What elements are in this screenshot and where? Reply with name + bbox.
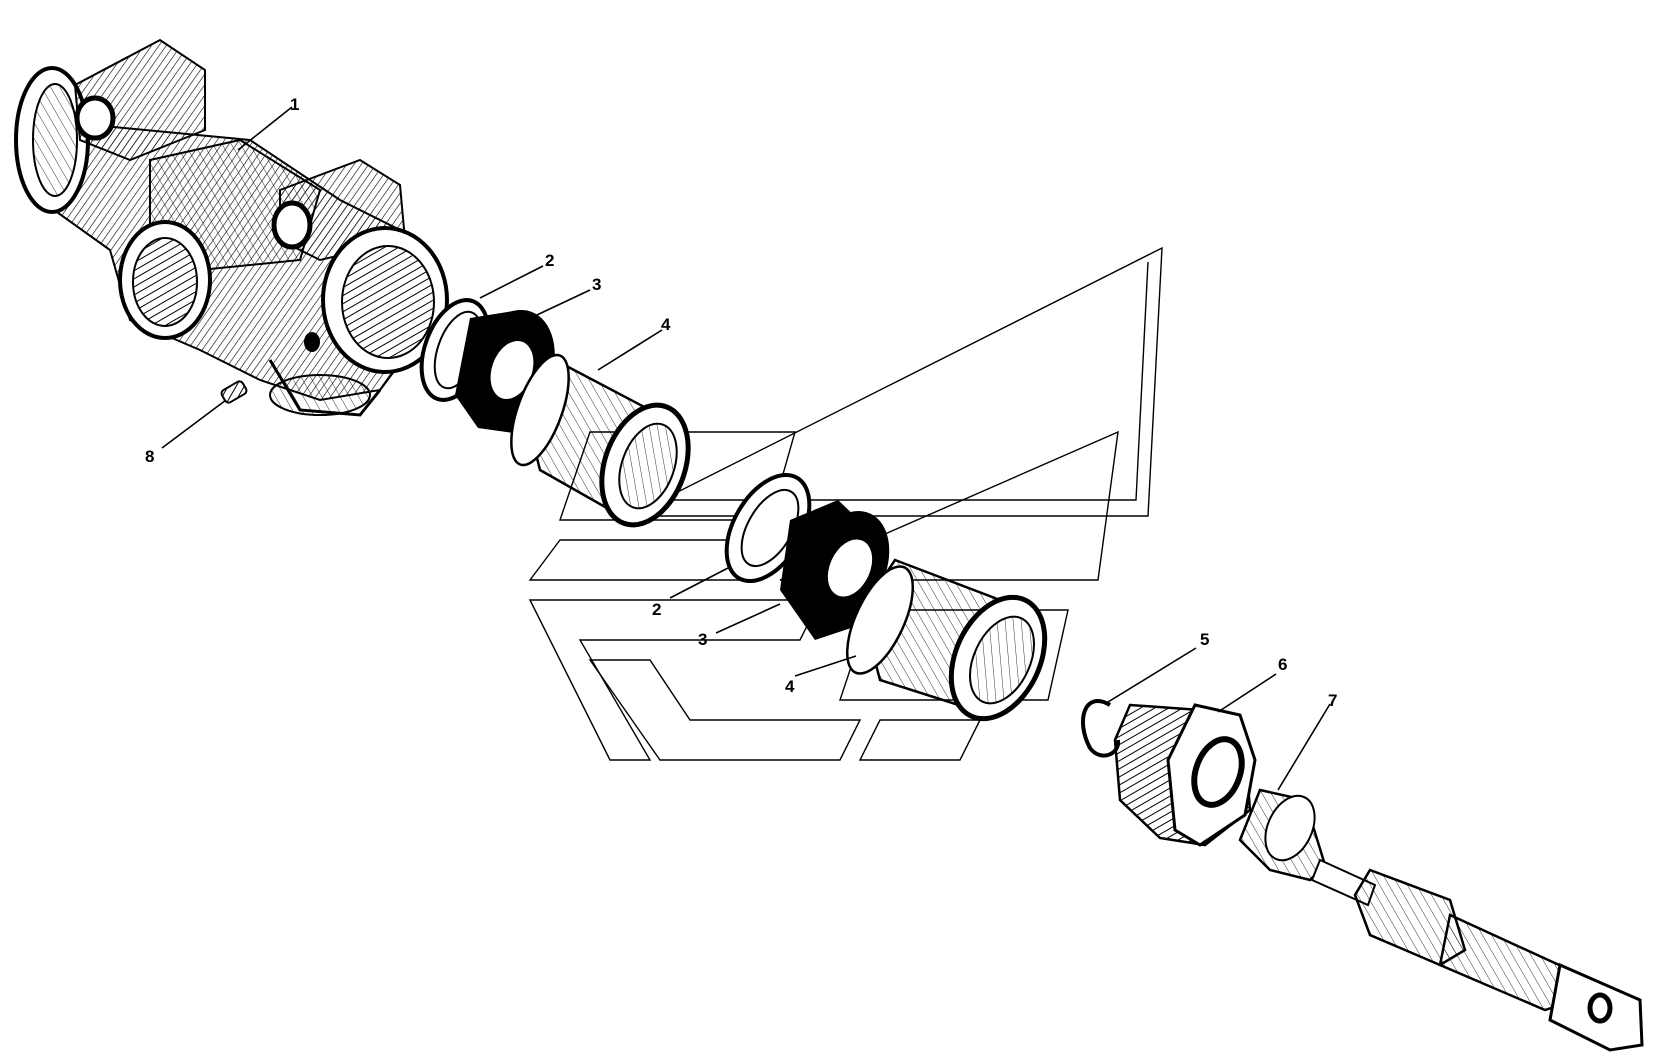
label-part-4-lower: 4 [785, 677, 795, 696]
part-5-retaining-ring [1080, 699, 1121, 758]
label-part-5: 5 [1200, 630, 1209, 649]
label-part-2-lower: 2 [652, 600, 661, 619]
part-4-filter-upper [510, 353, 691, 528]
part-8-set-screw [220, 380, 248, 404]
part-7-shaft [1238, 788, 1644, 1052]
part-labels: 1 2 3 4 2 3 4 5 6 7 8 [145, 95, 1337, 710]
label-part-3-lower: 3 [698, 630, 707, 649]
label-part-7: 7 [1328, 691, 1337, 710]
label-part-3-upper: 3 [592, 275, 601, 294]
leader-lines [161, 106, 1331, 791]
part-4-filter-lower [845, 558, 1048, 722]
label-part-8: 8 [145, 447, 154, 466]
label-part-6: 6 [1278, 655, 1287, 674]
label-part-1: 1 [290, 95, 299, 114]
part-1-valve-body [14, 38, 449, 417]
label-part-2-upper: 2 [545, 251, 554, 270]
part-6-threaded-plug [1113, 703, 1257, 847]
label-part-4-upper: 4 [661, 315, 671, 334]
